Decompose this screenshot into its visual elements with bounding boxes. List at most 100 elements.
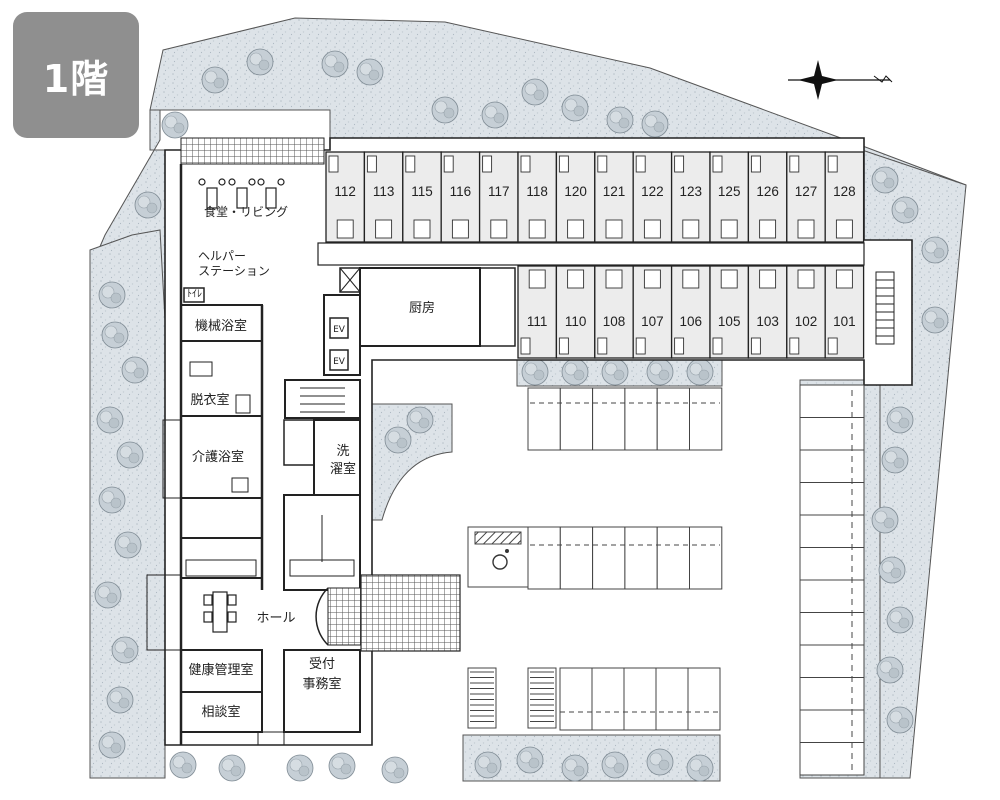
tree-icon: [521, 78, 549, 106]
parking-space: [689, 526, 723, 590]
parking-space: [527, 387, 561, 451]
tree-icon: [481, 101, 509, 129]
room-117: 117: [478, 151, 519, 243]
east-stair: [875, 271, 895, 345]
tree-icon: [381, 756, 409, 784]
tree-icon: [96, 406, 124, 434]
tree-icon: [601, 358, 629, 386]
room-number: 105: [718, 314, 741, 329]
tree-icon: [881, 446, 909, 474]
parking-space: [623, 667, 657, 731]
tree-icon: [601, 751, 629, 779]
room-121: 121: [594, 151, 634, 243]
parking-space: [799, 579, 865, 613]
parking-space: [799, 612, 865, 646]
tree-icon: [169, 751, 197, 779]
tree-icon: [871, 166, 899, 194]
label-ev-2: EV: [333, 357, 346, 367]
tree-icon: [606, 106, 634, 134]
trees: [94, 48, 949, 784]
floor-label: 1階: [42, 56, 110, 101]
room-112: 112: [325, 151, 366, 243]
parking-space: [527, 526, 561, 590]
tree-icon: [521, 358, 549, 386]
room-number: 128: [833, 184, 856, 199]
tree-icon: [646, 748, 674, 776]
room-number: 111: [527, 314, 548, 329]
parking-space: [656, 387, 691, 451]
tree-icon: [384, 426, 412, 454]
room-103: 103: [747, 265, 788, 359]
tree-icon: [114, 531, 142, 559]
parking-space: [559, 526, 594, 590]
tree-icon: [121, 356, 149, 384]
parking-space: [799, 449, 865, 483]
parking-space: [799, 644, 865, 678]
room-118: 118: [517, 151, 558, 243]
parking-space: [799, 742, 865, 776]
tree-icon: [116, 441, 144, 469]
tree-icon: [561, 754, 589, 782]
room-128: 128: [824, 151, 865, 243]
parking-space: [799, 709, 865, 743]
parking-space: [799, 677, 865, 711]
west-wing: [146, 137, 516, 746]
room-number: 116: [450, 184, 472, 199]
room-number: 113: [373, 184, 395, 199]
parking-space: [687, 667, 721, 731]
tree-icon: [876, 656, 904, 684]
label-machine-bath: 機械浴室: [195, 318, 247, 334]
room-number: 101: [833, 314, 856, 329]
parking-space: [624, 387, 658, 451]
tree-icon: [886, 706, 914, 734]
parking-space: [799, 384, 865, 418]
floor-badge: 1階: [13, 12, 139, 138]
room-123: 123: [670, 151, 711, 243]
tree-icon: [474, 751, 502, 779]
room-number: 117: [488, 184, 510, 199]
parking-space: [559, 667, 593, 731]
room-126: 126: [747, 151, 788, 243]
tree-icon: [431, 96, 459, 124]
label-hall: ホール: [256, 611, 295, 626]
room-labels: 食堂・リビング ヘルパーステーション ﾄｲﾚ 機械浴室 脱衣室 介護浴室 厨房 …: [187, 204, 435, 720]
tree-icon: [111, 636, 139, 664]
room-number: 115: [411, 184, 433, 199]
parking-space: [624, 526, 658, 590]
tree-icon: [328, 752, 356, 780]
room-number: 127: [795, 184, 818, 199]
tree-icon: [921, 306, 949, 334]
room-113: 113: [363, 151, 404, 243]
tree-icon: [561, 94, 589, 122]
room-number: 121: [603, 184, 626, 199]
tree-icon: [98, 731, 126, 759]
parking-space: [592, 526, 626, 590]
room-106: 106: [670, 265, 711, 359]
tree-icon: [886, 406, 914, 434]
tree-icon: [561, 358, 589, 386]
room-102: 102: [786, 265, 826, 359]
parking-space: [591, 667, 625, 731]
tree-icon: [891, 196, 919, 224]
room-125: 125: [709, 151, 750, 243]
label-toilet: ﾄｲﾚ: [187, 289, 202, 300]
tree-icon: [321, 50, 349, 78]
label-health-office: 健康管理室: [188, 662, 253, 678]
label-changing-room: 脱衣室: [190, 392, 229, 408]
tree-icon: [161, 111, 189, 139]
label-dining: 食堂・リビング: [204, 204, 288, 219]
tree-icon: [641, 110, 669, 138]
tree-icon: [516, 746, 544, 774]
tree-icon: [686, 754, 714, 782]
tree-icon: [356, 58, 384, 86]
room-number: 125: [718, 184, 741, 199]
parking-space: [559, 387, 594, 451]
entrance-forecourt: [360, 574, 461, 652]
room-number: 102: [795, 314, 818, 329]
parking-steps: [470, 671, 554, 722]
accessible-parking: [467, 526, 529, 588]
tree-icon: [878, 556, 906, 584]
tree-icon: [98, 486, 126, 514]
